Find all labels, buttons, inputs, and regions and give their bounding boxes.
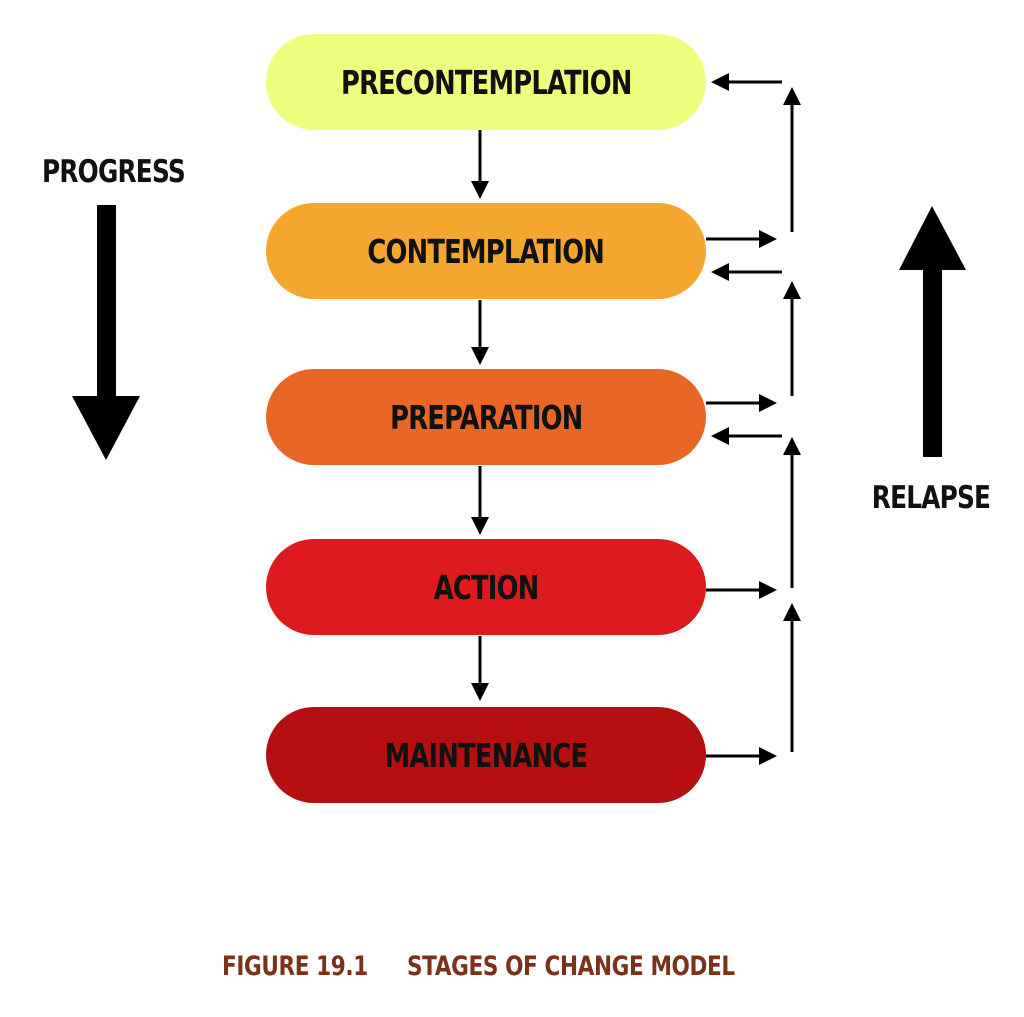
stage-label: ACTION xyxy=(433,567,539,607)
figure-title: STAGES OF CHANGE MODEL xyxy=(407,951,735,982)
figure-caption: FIGURE 19.1 STAGES OF CHANGE MODEL xyxy=(0,951,1024,991)
stage-maintenance: MAINTENANCE xyxy=(266,707,706,803)
relapse-label: RELAPSE xyxy=(871,480,991,516)
figure-number: FIGURE 19.1 xyxy=(222,951,368,982)
relapse-arrow xyxy=(899,206,966,457)
stage-contemplation: CONTEMPLATION xyxy=(266,203,706,299)
progress-label: PROGRESS xyxy=(42,154,186,190)
stage-preparation: PREPARATION xyxy=(266,369,706,465)
stage-precontemplation: PRECONTEMPLATION xyxy=(266,34,706,130)
stage-label: PRECONTEMPLATION xyxy=(340,62,632,102)
progress-arrow xyxy=(72,205,140,460)
stage-label: CONTEMPLATION xyxy=(367,231,605,271)
stage-action: ACTION xyxy=(266,539,706,635)
stage-label: MAINTENANCE xyxy=(384,735,588,775)
stage-label: PREPARATION xyxy=(389,397,583,437)
